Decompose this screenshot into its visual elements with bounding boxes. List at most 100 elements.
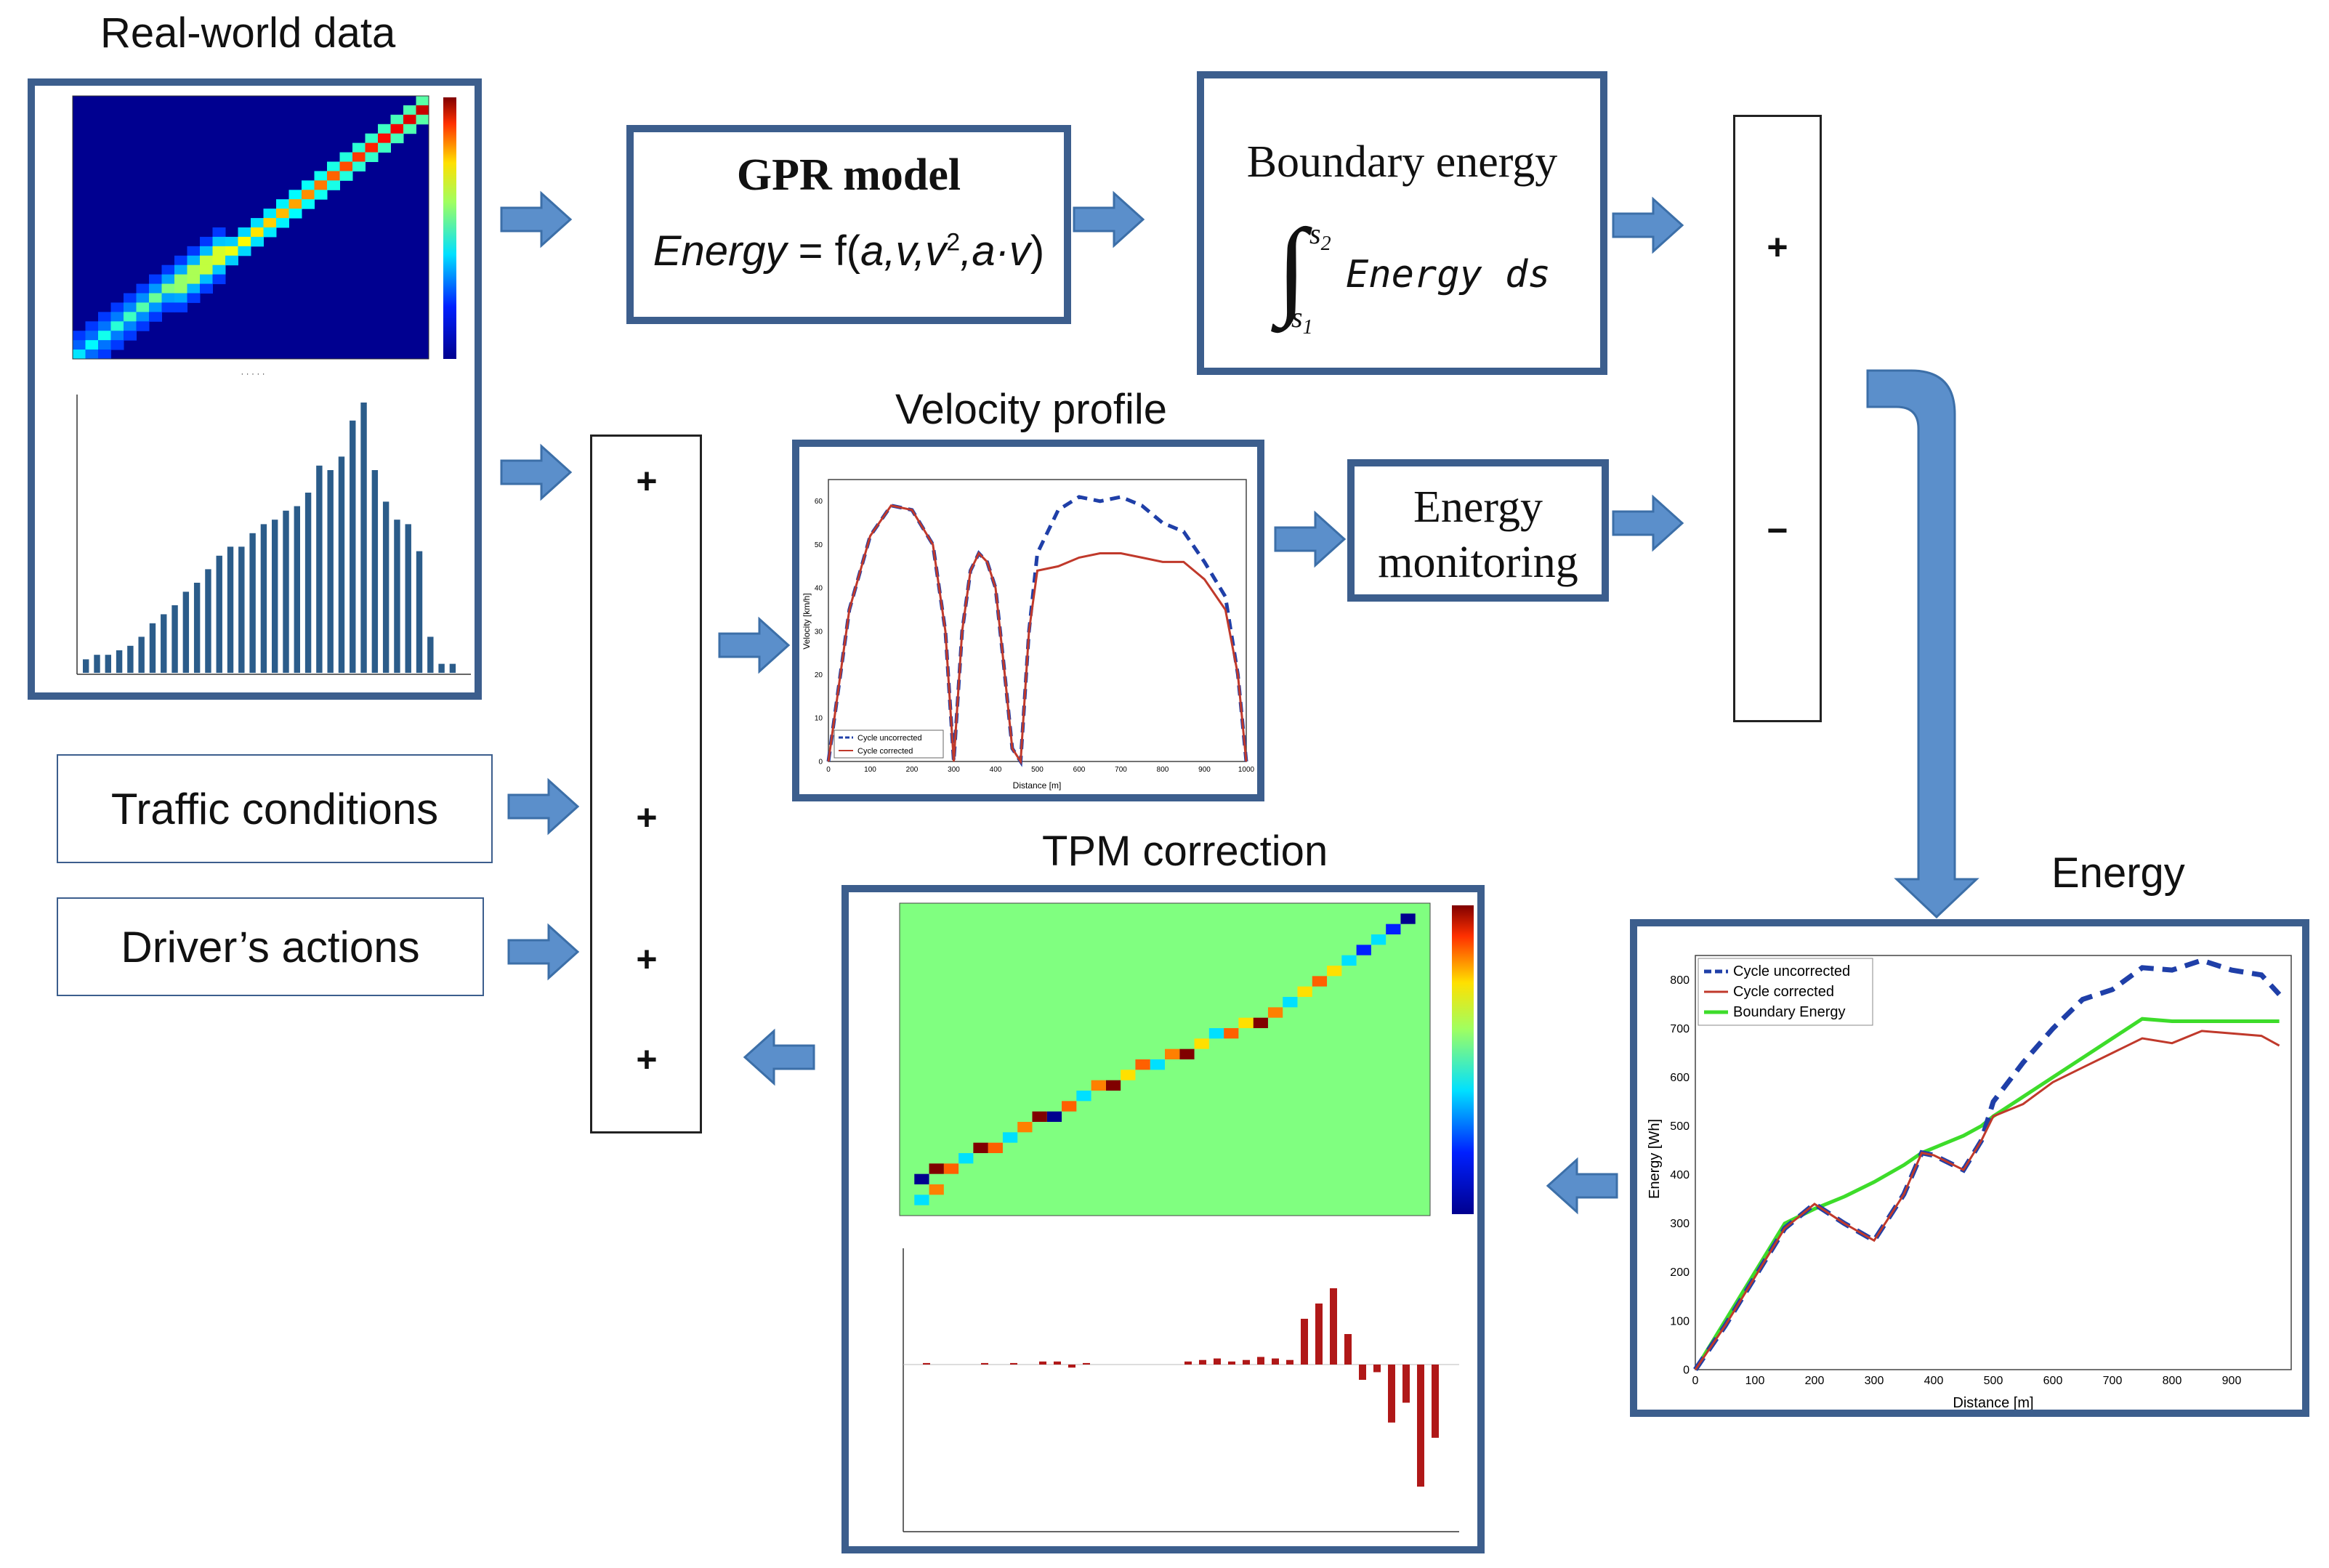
arrow-monitoring-to-combiner bbox=[1612, 496, 1684, 551]
boundary-energy-box: Boundary energy ∫ s2 s1 Energy ds bbox=[1197, 71, 1607, 375]
gpr-model-title: GPR model bbox=[736, 150, 961, 200]
heatmap-cell bbox=[136, 321, 150, 331]
tpm-cell bbox=[988, 1142, 1003, 1153]
svg-text:· · · · ·: · · · · · bbox=[241, 368, 265, 379]
tpm-cell bbox=[1253, 1017, 1268, 1028]
integral-upper: s2 bbox=[1309, 217, 1331, 256]
velocity-xtick: 400 bbox=[990, 766, 1002, 774]
energy-legend-boundary: Boundary Energy bbox=[1733, 1004, 1846, 1020]
tpm-bar bbox=[1432, 1365, 1439, 1438]
histogram-bar bbox=[161, 614, 167, 673]
heatmap-cell bbox=[73, 340, 86, 350]
histogram-bar bbox=[294, 506, 300, 673]
tpm-cell bbox=[1371, 934, 1386, 945]
heatmap-cell bbox=[302, 190, 315, 200]
energy-xtick: 200 bbox=[1805, 1375, 1825, 1387]
heatmap-cell bbox=[339, 161, 353, 171]
energy-ytick: 300 bbox=[1670, 1218, 1690, 1230]
velocity-xtick: 200 bbox=[906, 766, 919, 774]
tpm-bar bbox=[1286, 1359, 1293, 1365]
heatmap-cell bbox=[327, 171, 340, 181]
tpm-cell bbox=[929, 1163, 944, 1174]
heatmap-cell bbox=[136, 293, 150, 303]
tpm-correction-plots bbox=[899, 902, 1474, 1532]
heatmap-cell bbox=[276, 209, 289, 219]
heatmap-cell bbox=[110, 331, 124, 341]
heatmap-cell bbox=[288, 190, 302, 200]
velocity-ytick: 0 bbox=[818, 758, 823, 766]
tpm-cell bbox=[1105, 1080, 1121, 1091]
tpm-bar bbox=[1214, 1358, 1221, 1365]
tpm-bar bbox=[1243, 1359, 1250, 1365]
histogram-bar bbox=[382, 501, 389, 673]
histogram-bar bbox=[360, 403, 367, 673]
histogram-bar bbox=[371, 470, 379, 673]
velocity-xtick: 1000 bbox=[1238, 766, 1255, 774]
energy-ytick: 800 bbox=[1670, 974, 1690, 987]
velocity-ytick: 10 bbox=[815, 715, 823, 723]
heatmap-cell bbox=[378, 142, 391, 153]
velocity-ytick: 50 bbox=[815, 541, 823, 549]
heatmap-cell bbox=[149, 283, 162, 294]
energy-ytick: 100 bbox=[1670, 1315, 1690, 1327]
histogram-bar bbox=[394, 520, 400, 673]
histogram-bar bbox=[327, 470, 334, 673]
histogram-bar bbox=[283, 510, 289, 673]
velocity-legend: Cycle uncorrected Cycle corrected bbox=[833, 730, 944, 759]
arrow-plus-to-velocity bbox=[718, 618, 790, 673]
heatmap-cell bbox=[187, 293, 201, 303]
heatmap-cell bbox=[85, 331, 99, 341]
tpm-cell bbox=[1312, 976, 1328, 987]
heatmap-cell bbox=[352, 152, 366, 162]
histogram-bar bbox=[316, 465, 323, 673]
integral-lower-sub: 1 bbox=[1302, 316, 1313, 339]
heatmap-cell bbox=[212, 255, 226, 266]
heatmap-cell bbox=[225, 236, 238, 247]
energy-corrected-line bbox=[1694, 1030, 2280, 1370]
tpm-cell bbox=[943, 1163, 959, 1174]
heatmap-cell bbox=[187, 283, 201, 294]
velocity-ytick: 20 bbox=[815, 671, 823, 679]
heatmap-cell bbox=[161, 293, 175, 303]
heatmap-cell bbox=[98, 331, 111, 341]
energy-label: Energy bbox=[2051, 849, 2185, 897]
heatmap-cell bbox=[174, 264, 187, 275]
heatmap-cell bbox=[85, 349, 99, 360]
heatmap-cell bbox=[124, 321, 137, 331]
histogram-bar bbox=[427, 637, 434, 673]
integral-integrand: Energy ds bbox=[1346, 253, 1551, 296]
energy-ylabel: Energy [Wh] bbox=[1647, 1119, 1663, 1199]
real-world-data-frame: · · · · · bbox=[28, 78, 482, 700]
velocity-ylabel: Velocity [km/h] bbox=[802, 593, 812, 649]
velocity-plot-area bbox=[828, 479, 1247, 762]
heatmap-cell bbox=[98, 349, 111, 360]
heatmap-cell bbox=[212, 236, 226, 247]
heatmap-cell bbox=[416, 105, 429, 116]
heatmap-cell bbox=[212, 246, 226, 256]
histogram-bar bbox=[438, 663, 445, 673]
heatmap-cell bbox=[251, 227, 264, 238]
tpm-cell bbox=[1091, 1080, 1106, 1091]
histogram-bar bbox=[350, 420, 356, 673]
energy-xtick: 900 bbox=[2222, 1375, 2242, 1387]
tpm-bar bbox=[1344, 1334, 1352, 1365]
energy-ytick: 200 bbox=[1670, 1266, 1690, 1279]
heatmap-cell bbox=[403, 124, 416, 134]
velocity-ytick: 40 bbox=[815, 585, 823, 593]
heatmap-cell bbox=[200, 236, 213, 247]
tpm-bar bbox=[1315, 1304, 1323, 1365]
heatmap-cell bbox=[136, 302, 150, 312]
energy-ytick: 400 bbox=[1670, 1169, 1690, 1181]
heatmap-cell bbox=[276, 218, 289, 228]
heatmap-cell bbox=[365, 133, 379, 144]
energy-xlabel: Distance [m] bbox=[1953, 1395, 2033, 1410]
heatmap-cell bbox=[390, 124, 404, 134]
integral-lower-s: s bbox=[1291, 301, 1303, 334]
heatmap-cell bbox=[403, 114, 416, 125]
real-world-data-plots: · · · · · bbox=[72, 95, 471, 675]
input-plus-2: + bbox=[636, 797, 658, 838]
heatmap-cell bbox=[98, 312, 111, 322]
